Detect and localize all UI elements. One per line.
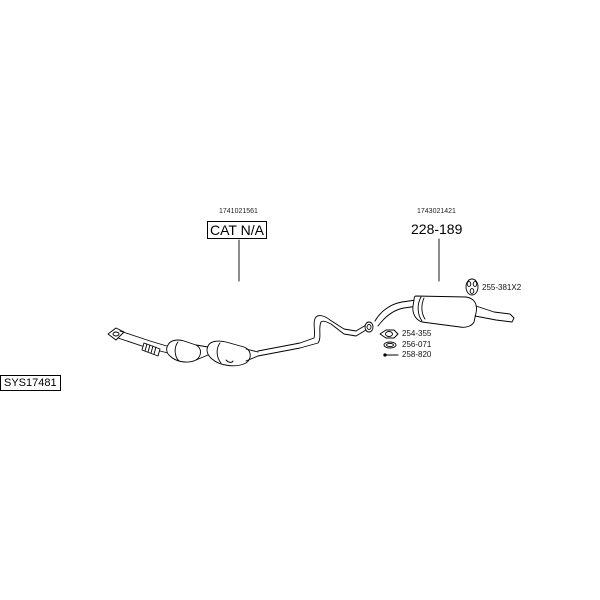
muffler-ref-number: 1743021421: [417, 208, 456, 215]
hanger-part-label[interactable]: 255-381X2: [482, 283, 522, 292]
cat-ref-number: 1741021561: [219, 208, 258, 215]
gasket-icon: [379, 329, 399, 339]
front-flange: [107, 327, 125, 341]
bolt-icon: [383, 353, 399, 357]
gasket-part-label[interactable]: 254-355: [402, 329, 432, 338]
muffler-part-label[interactable]: 228-189: [411, 221, 463, 237]
catalytic-converter-2: [206, 340, 259, 367]
flex-joint: [141, 342, 161, 357]
clamp-part-label[interactable]: 256-071: [402, 340, 432, 349]
rear-muffler: [374, 295, 515, 328]
ring-clamp-icon: [383, 341, 397, 349]
pipe-clamp: [364, 321, 374, 333]
system-id-label: SYS17481: [0, 375, 61, 391]
rubber-hanger-icon: [465, 278, 479, 296]
bolt-part-label[interactable]: 258-820: [402, 350, 432, 359]
cat-part-label[interactable]: CAT N/A: [207, 221, 267, 239]
catalytic-converter-1: [166, 339, 209, 363]
intermediate-pipe: [257, 315, 367, 357]
